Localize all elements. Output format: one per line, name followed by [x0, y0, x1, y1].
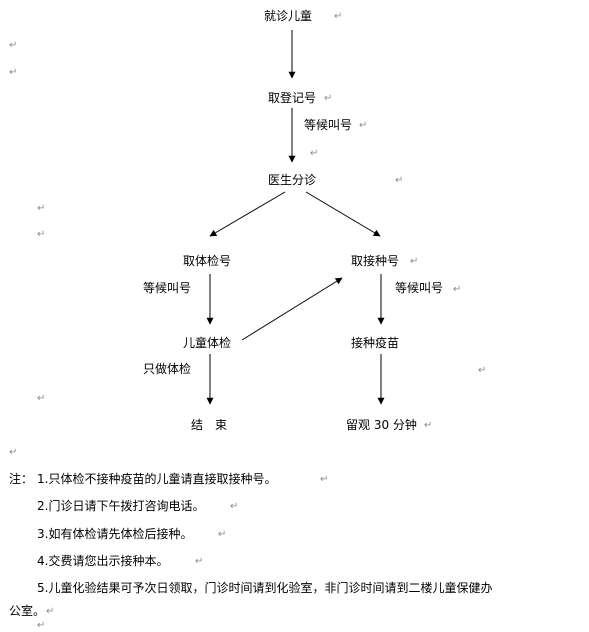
- paragraph-mark: ↵: [37, 229, 46, 240]
- node-end: 结 束: [191, 418, 228, 432]
- node-register: 取登记号: [268, 91, 317, 105]
- edge-label-wait-2: 等候叫号: [143, 281, 192, 295]
- paragraph-mark: ↵: [9, 67, 18, 78]
- note-item: 公室。: [9, 604, 46, 618]
- paragraph-mark: ↵: [9, 447, 18, 458]
- edge-label-exam-only: 只做体检: [143, 362, 192, 376]
- note-item: 3.如有体检请先体检后接种。: [37, 527, 193, 541]
- node-child-exam: 儿童体检: [183, 336, 232, 350]
- node-start: 就诊儿童: [264, 9, 313, 23]
- paragraph-mark: ↵: [410, 256, 419, 267]
- node-observe: 留观 30 分钟: [346, 418, 417, 432]
- node-exam-number: 取体检号: [183, 254, 232, 268]
- paragraph-mark: ↵: [453, 284, 462, 295]
- node-doctor-triage: 医生分诊: [268, 173, 317, 187]
- paragraph-mark: ↵: [310, 148, 319, 159]
- arrow-doctor-to-exam-number: [209, 191, 286, 237]
- arrow-doctor-to-vaccine-number: [305, 191, 381, 237]
- paragraph-mark: ↵: [478, 365, 487, 376]
- paragraph-mark: ↵: [195, 556, 204, 567]
- paragraph-mark: ↵: [359, 120, 368, 131]
- paragraph-mark: ↵: [37, 393, 46, 404]
- paragraph-mark: ↵: [424, 420, 433, 431]
- flowchart-arrows: [206, 30, 385, 405]
- node-vaccine-number: 取接种号: [351, 254, 400, 268]
- paragraph-mark: ↵: [9, 40, 18, 51]
- paragraph-mark: ↵: [218, 529, 227, 540]
- paragraph-mark: ↵: [37, 620, 46, 631]
- paragraph-mark: ↵: [230, 501, 239, 512]
- notes-prefix: 注：: [9, 472, 34, 486]
- paragraph-mark: ↵: [324, 93, 333, 104]
- note-item: 5.儿童化验结果可予次日领取，门诊时间请到化验室，非门诊时间请到二楼儿童保健办: [37, 581, 493, 595]
- paragraph-mark: ↵: [395, 175, 404, 186]
- paragraph-mark: ↵: [320, 474, 329, 485]
- arrow-child-exam-to-vaccine-number: [241, 277, 343, 341]
- edge-label-wait-3: 等候叫号: [395, 281, 444, 295]
- note-item: 4.交费请您出示接种本。: [37, 554, 169, 568]
- node-vaccinate: 接种疫苗: [351, 336, 400, 350]
- paragraph-mark: ↵: [46, 606, 55, 617]
- note-item: 2.门诊日请下午拨打咨询电话。: [37, 499, 205, 513]
- paragraph-mark: ↵: [37, 203, 46, 214]
- edge-label-wait-1: 等候叫号: [304, 118, 353, 132]
- note-item: 1.只体检不接种疫苗的儿童请直接取接种号。: [37, 472, 277, 486]
- paragraph-mark: ↵: [334, 11, 343, 22]
